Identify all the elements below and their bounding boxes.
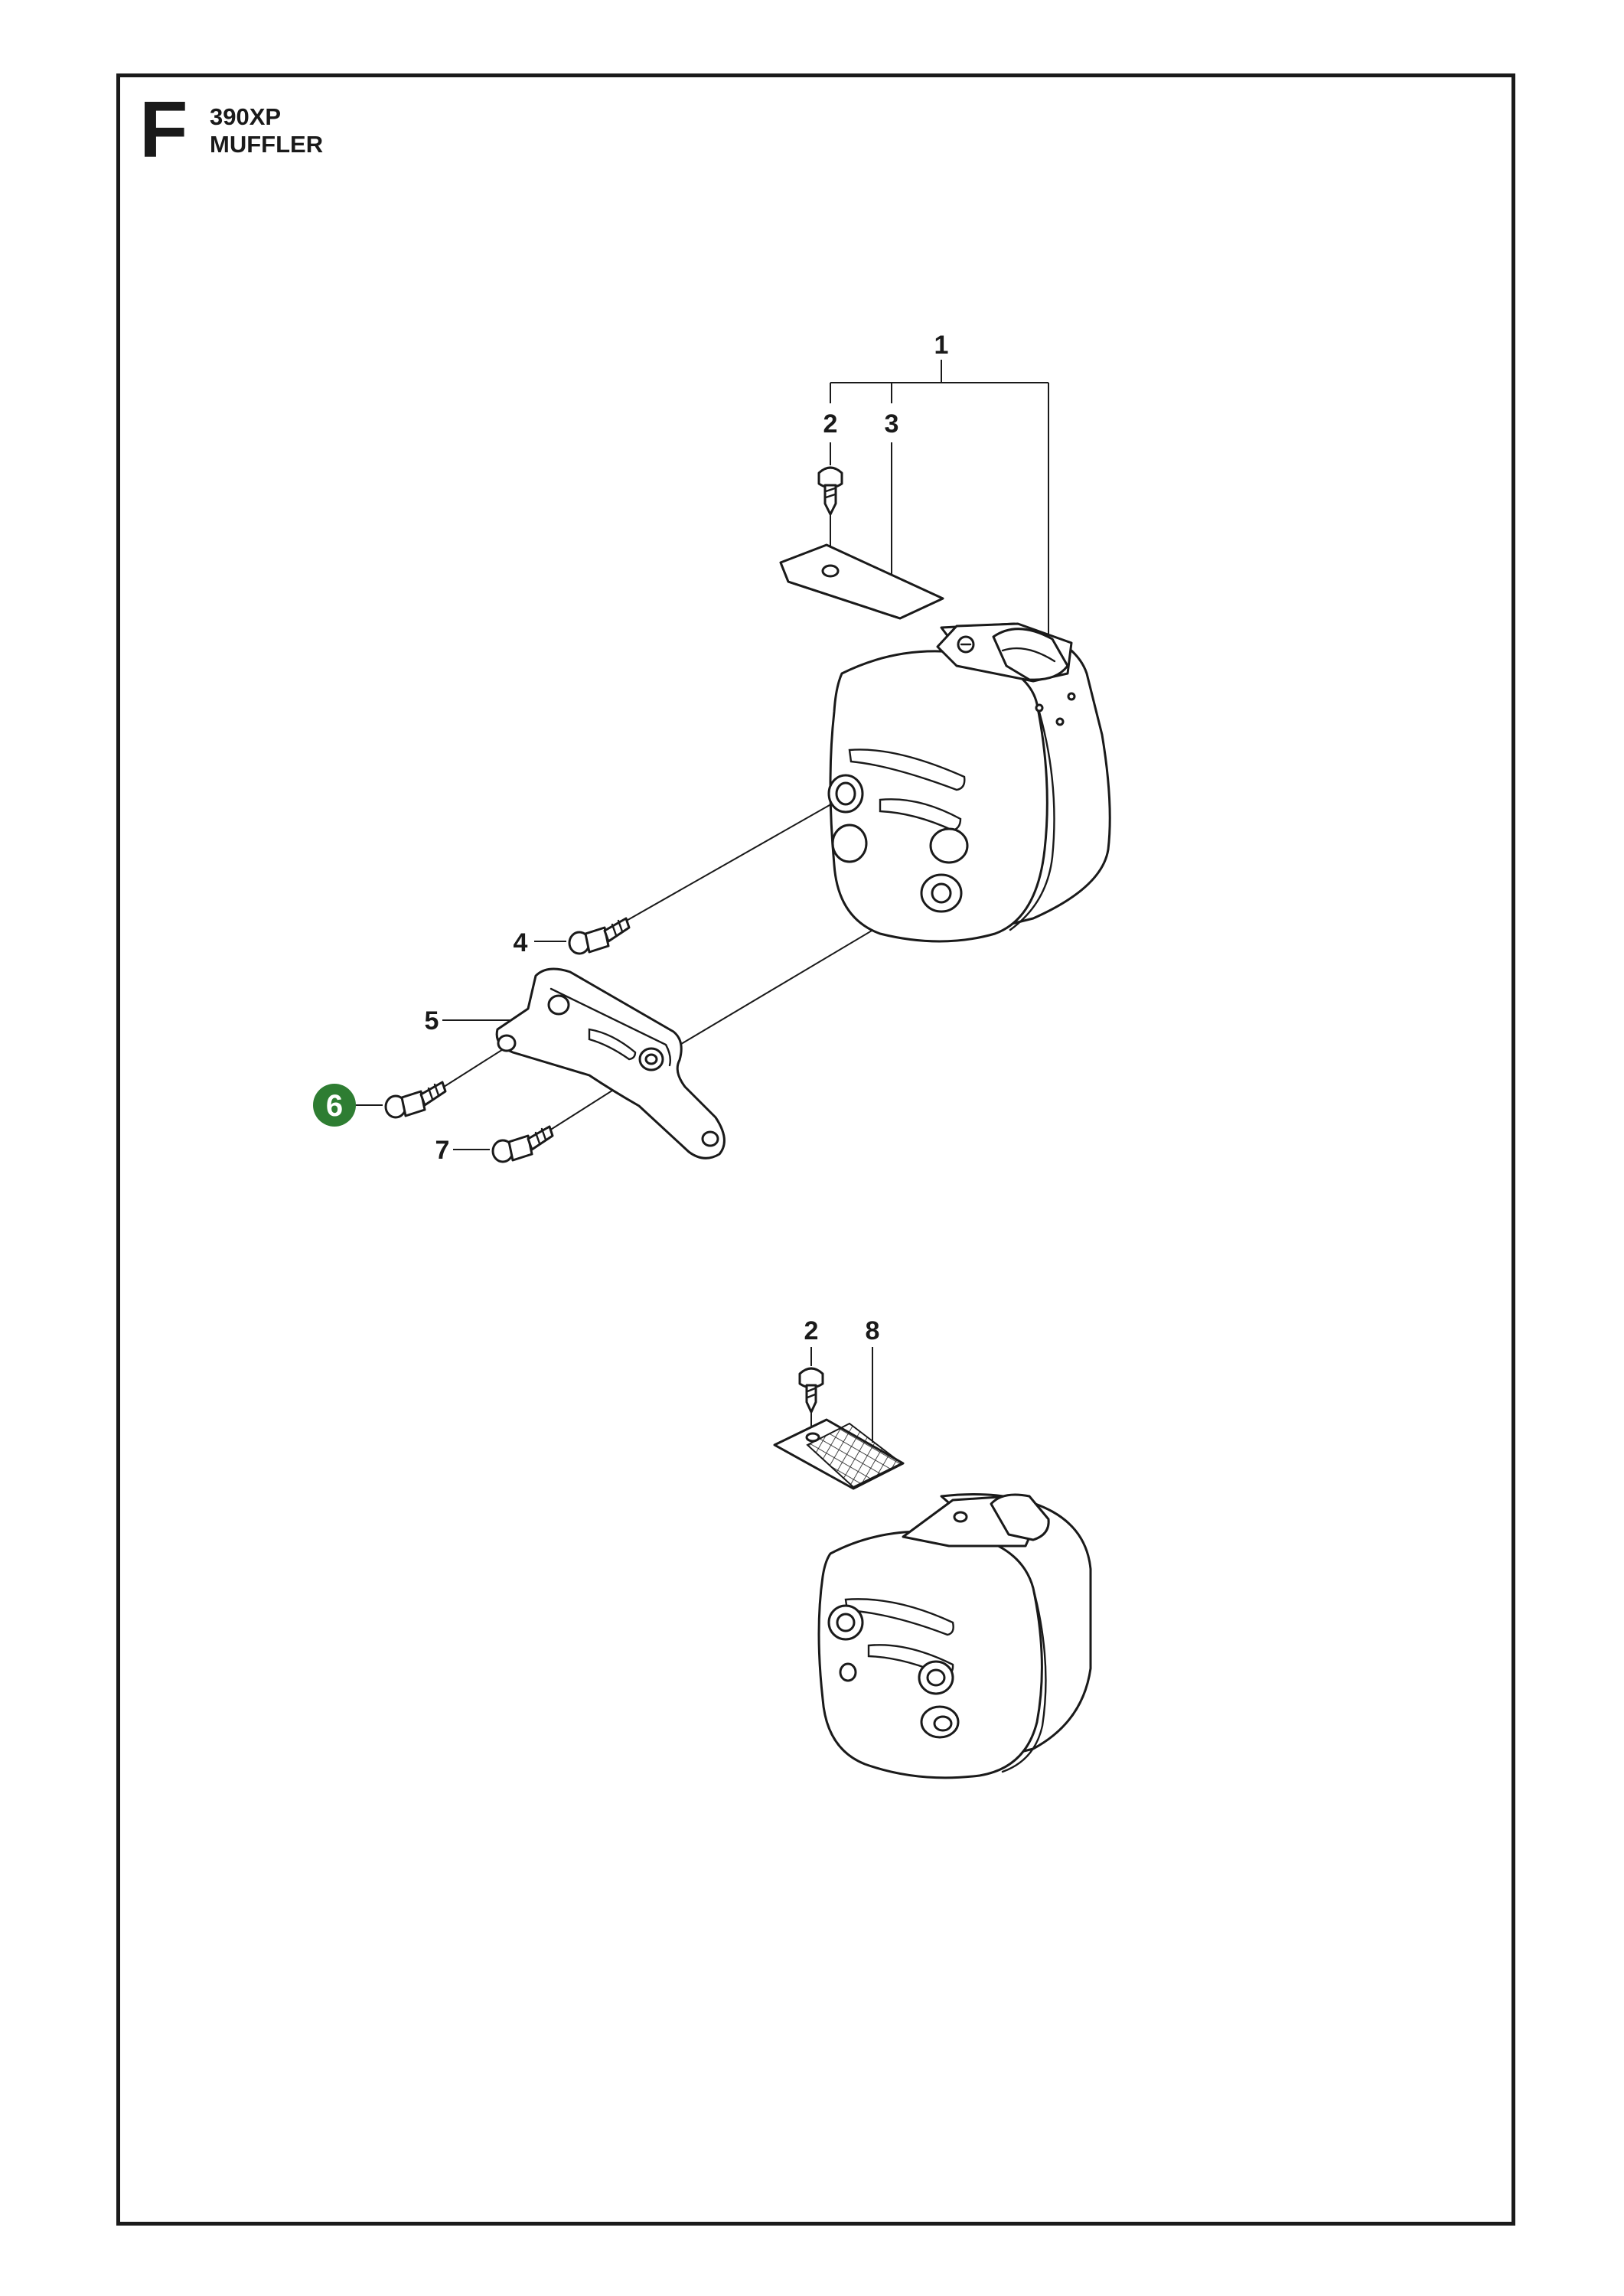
- screw-part-2-lower: [798, 1367, 824, 1414]
- callout-4: 4: [514, 928, 528, 957]
- callout-7: 7: [435, 1136, 450, 1165]
- model-label: 390XP: [210, 103, 282, 130]
- screw-part-4: [568, 917, 631, 955]
- callout-6: 6: [326, 1089, 343, 1123]
- callout-2-upper: 2: [823, 409, 838, 439]
- callout-1: 1: [934, 331, 949, 360]
- screw-part-7: [491, 1125, 554, 1163]
- callout-5: 5: [425, 1006, 439, 1035]
- callout-3: 3: [885, 409, 899, 439]
- muffler-part-1: [827, 622, 1111, 943]
- heat-shield-plate-part-3: [779, 543, 944, 620]
- highlight-badge: [313, 1084, 356, 1127]
- bracket-part-5: [495, 967, 726, 1159]
- callout-8: 8: [866, 1316, 880, 1345]
- muffler-assembled-lower: [817, 1493, 1092, 1779]
- screw-part-2-upper: [817, 466, 843, 516]
- section-title: MUFFLER: [210, 131, 324, 158]
- callouts: 1 2 3 4 5 6 7 2 8: [313, 331, 948, 1345]
- section-letter: F: [139, 86, 188, 174]
- decal-part-8: [773, 1418, 905, 1490]
- drawing-frame: [116, 73, 1515, 2226]
- screw-part-6: [384, 1081, 447, 1119]
- callout-2-lower: 2: [804, 1316, 819, 1345]
